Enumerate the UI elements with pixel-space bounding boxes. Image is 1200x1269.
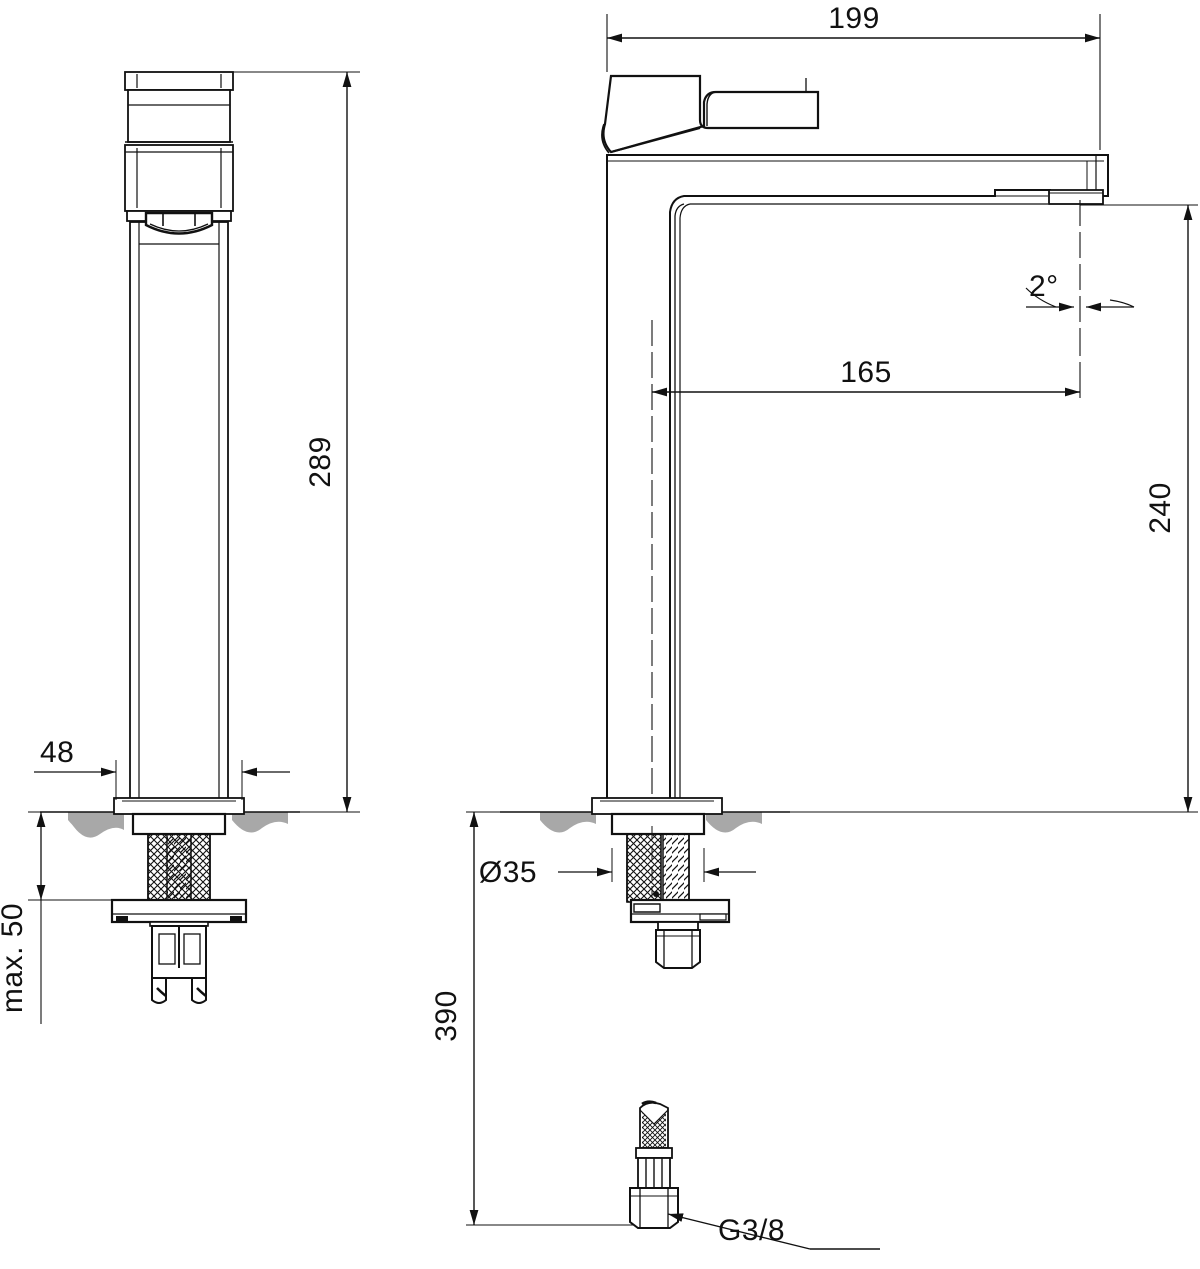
hose-hex-nut — [629, 1187, 679, 1229]
dimension-48-label: 48 — [40, 736, 74, 769]
side-clamp-plate — [629, 898, 731, 924]
side-lever-handle — [601, 74, 820, 156]
front-cartridge-collar — [124, 144, 234, 212]
side-mounting-shank — [610, 812, 706, 903]
front-clamp-legs — [151, 925, 207, 1004]
dimension-289: 289 — [233, 71, 360, 813]
side-aerator-outlet — [1048, 189, 1104, 205]
dimension-289-label: 289 — [304, 436, 337, 488]
side-hex-nut — [655, 921, 701, 969]
side-base-flange — [591, 797, 723, 815]
front-base-flange — [113, 797, 245, 815]
dimension-390-label: 390 — [430, 990, 463, 1042]
front-clamp-plate — [110, 898, 248, 927]
side-elevation-view: 199 2° 165 240 — [430, 2, 1198, 1226]
hose-connector-detail: G3/8 — [629, 1100, 880, 1250]
dimension-199: 199 — [606, 2, 1101, 150]
front-body-column — [129, 221, 229, 801]
hose-collar — [635, 1147, 673, 1159]
callout-g38-label: G3/8 — [718, 1214, 785, 1247]
dimension-240-label: 240 — [1144, 482, 1177, 534]
dimension-2-degrees-label: 2° — [1029, 270, 1059, 303]
side-faucet-body — [606, 154, 1109, 801]
front-lever-shroud — [144, 211, 214, 235]
dimension-hole-35: Ø35 — [479, 848, 756, 889]
callout-g38: G3/8 — [667, 1213, 880, 1250]
dimension-max-50: max. 50 — [0, 811, 112, 1024]
front-handle-cap — [124, 71, 234, 143]
hose-ferrule — [637, 1157, 671, 1189]
dimension-165: 165 — [652, 356, 1080, 397]
dimension-390: 390 — [430, 811, 640, 1226]
dimension-199-label: 199 — [828, 2, 880, 35]
dimension-240: 240 — [762, 204, 1198, 813]
dimension-165-label: 165 — [840, 356, 892, 389]
dimension-48: 48 — [34, 736, 290, 800]
dimension-max-50-label: max. 50 — [0, 903, 29, 1013]
front-elevation-view: 289 48 max. 50 — [0, 71, 360, 1024]
dimension-hole-35-label: Ø35 — [479, 856, 537, 889]
dimension-2-degrees: 2° — [1025, 270, 1135, 312]
hose-braid-texture — [642, 1112, 666, 1148]
side-countertop — [500, 811, 790, 833]
